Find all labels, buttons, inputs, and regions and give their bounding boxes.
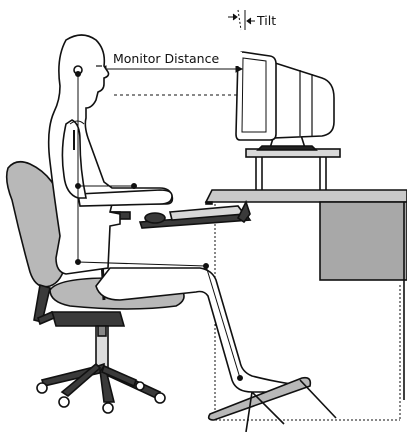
- person-legs: [96, 268, 295, 392]
- desk-drawer-panel: [320, 202, 407, 280]
- desk-front-edge: [206, 202, 212, 204]
- tilt-label: Tilt: [256, 13, 276, 28]
- monitor-stand: [246, 149, 340, 190]
- desk-top: [206, 190, 407, 202]
- tilt-indicator: [228, 10, 255, 30]
- monitor-distance-arrow: [100, 66, 242, 95]
- monitor: [236, 52, 334, 150]
- monitor-distance-label: Monitor Distance: [113, 51, 219, 66]
